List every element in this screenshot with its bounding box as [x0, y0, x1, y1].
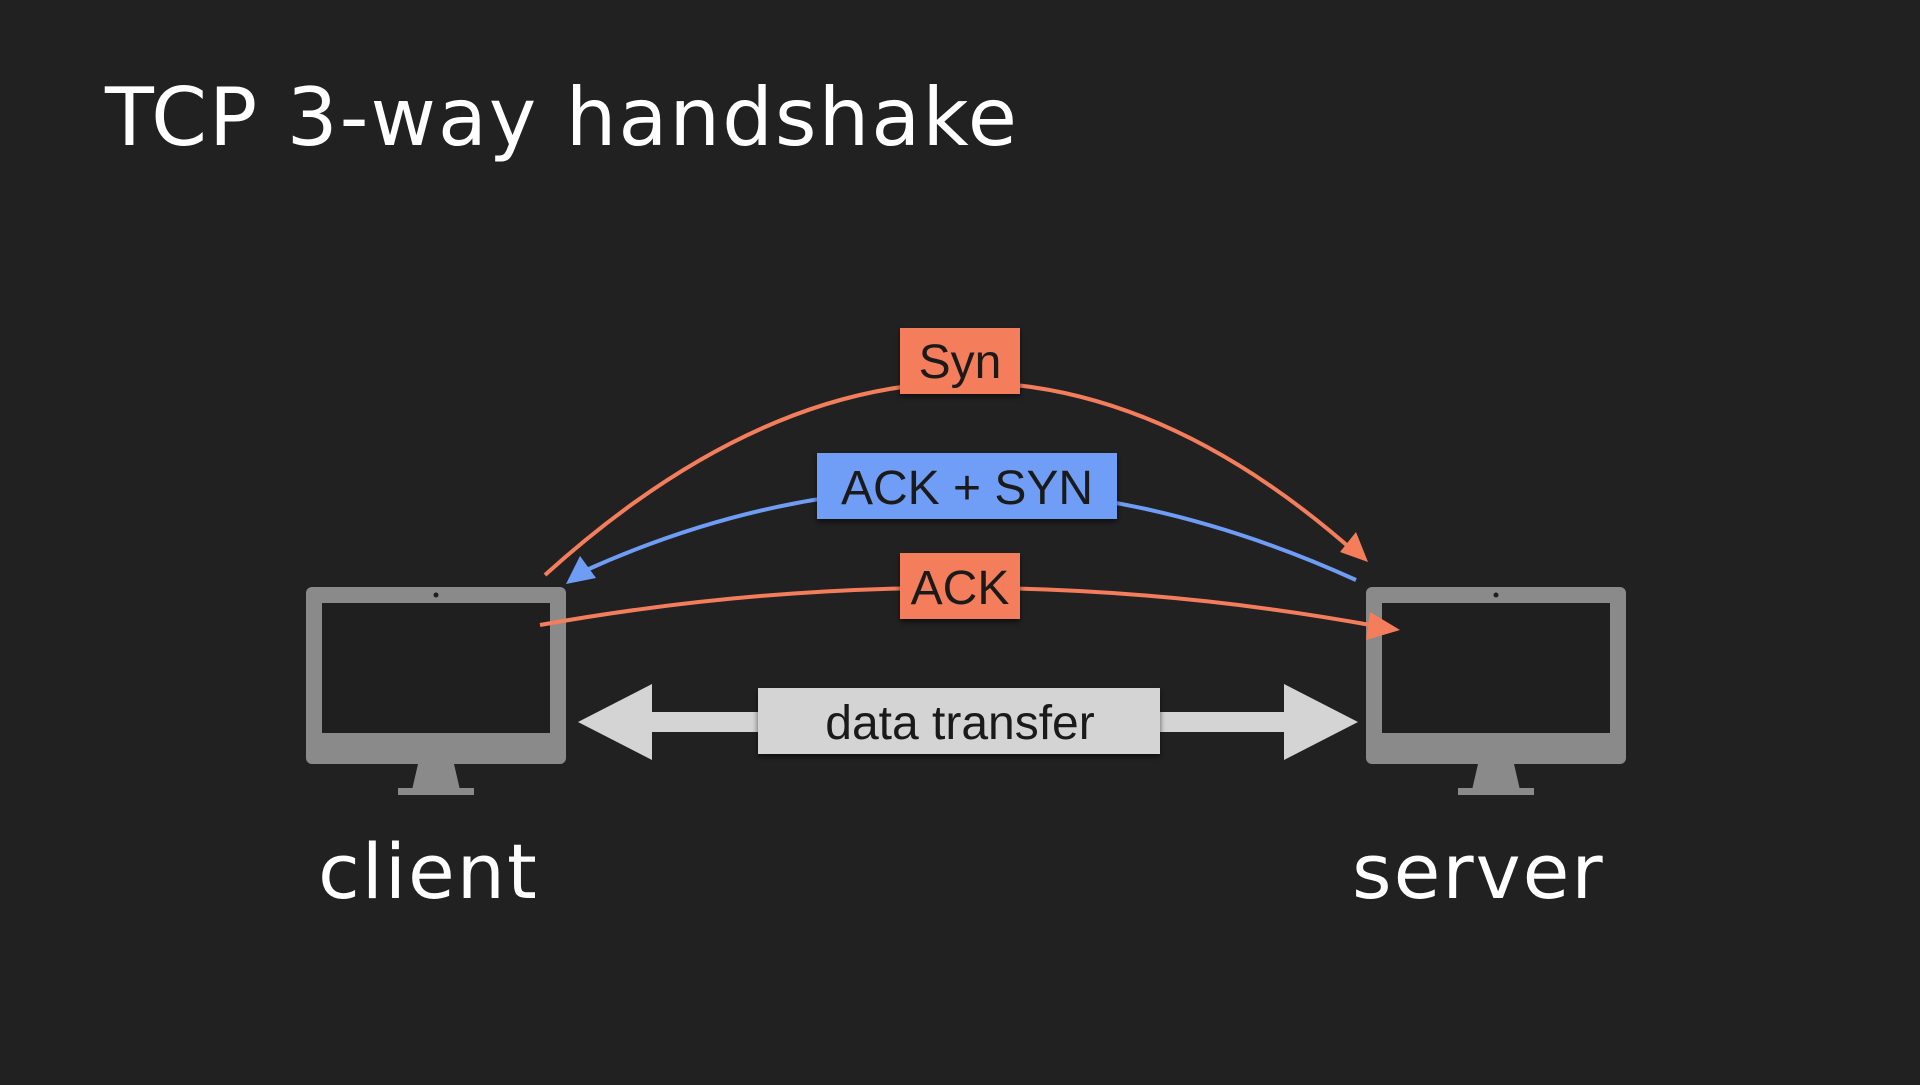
syn-label: Syn — [919, 336, 1002, 389]
ack-syn-label-box — [817, 453, 1117, 519]
ack-syn-label: ACK + SYN — [841, 462, 1093, 515]
server-monitor-icon — [1366, 587, 1626, 795]
data-transfer-label: data transfer — [825, 697, 1095, 750]
client-label: client — [318, 827, 539, 916]
data-transfer-label-box — [758, 688, 1160, 754]
server-label: server — [1352, 827, 1605, 916]
client-monitor-icon — [306, 587, 566, 795]
ack-label-box — [900, 553, 1020, 619]
syn-label-box — [900, 328, 1020, 394]
page-title: TCP 3-way handshake — [104, 71, 1019, 164]
ack-label: ACK — [911, 562, 1010, 615]
